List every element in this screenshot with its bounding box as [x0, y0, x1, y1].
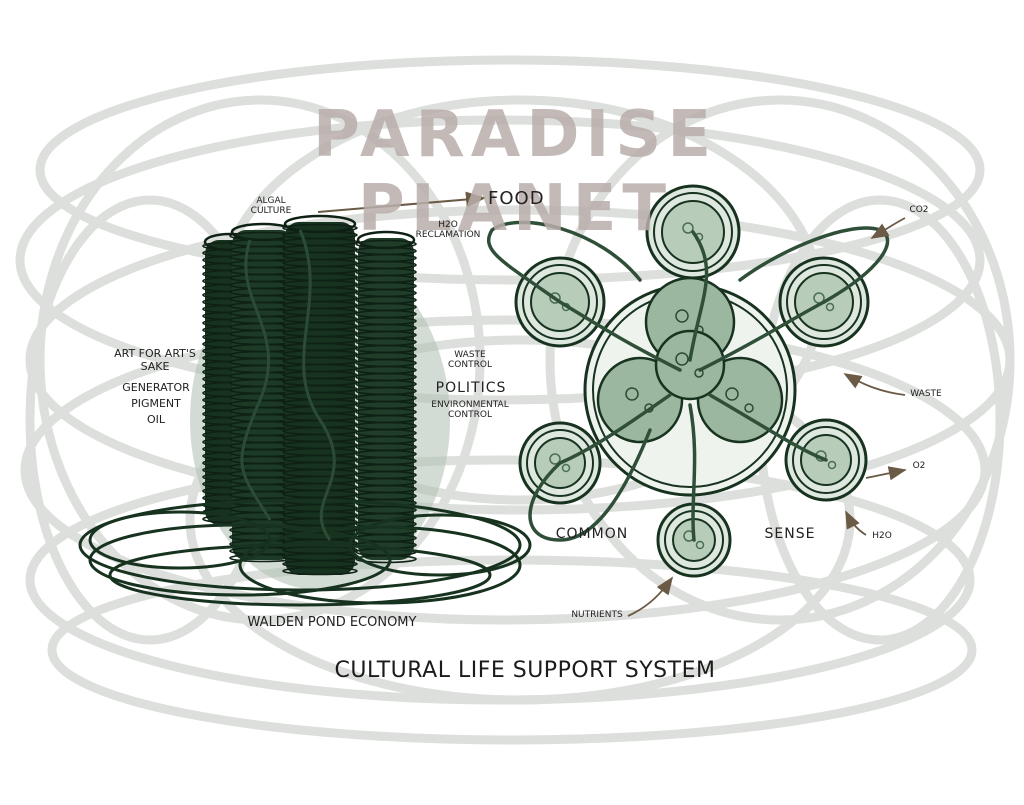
column-tangle-line [240, 239, 272, 521]
nutrients-arrow [627, 576, 674, 617]
column-top [283, 214, 357, 234]
scribble-loop [35, 55, 985, 285]
label-co2: CO2 [909, 205, 929, 215]
label-algal-culture: ALGAL CULTURE [250, 196, 292, 217]
annotation-arrows [627, 217, 907, 617]
waste-arrow [843, 373, 906, 396]
hub-organelle [725, 387, 739, 401]
petal-organelle [561, 463, 571, 473]
label-h2o-reclamation: H2O RECLAMATION [415, 220, 481, 241]
petal-organelle [695, 540, 705, 550]
label-environmental-control: ENVIRONMENTAL CONTROL [431, 400, 509, 421]
label-art-for-arts-sake: ART FOR ART'S SAKE [114, 347, 196, 373]
coil-column [229, 222, 297, 563]
label-oil: OIL [146, 413, 166, 426]
hub-organelle [744, 403, 754, 413]
scribble-loop [35, 95, 485, 625]
scribble-loop [47, 555, 977, 745]
label-politics: POLITICS [435, 380, 507, 396]
petal-mid-ring [526, 429, 594, 497]
label-generator: GENERATOR [122, 381, 190, 394]
label-o2: O2 [912, 461, 926, 471]
petal-organelle [682, 222, 694, 234]
coil-column [282, 214, 358, 576]
diagram-title: PARADISE PLANET [312, 98, 718, 246]
diagram-caption: CULTURAL LIFE SUPPORT SYSTEM [334, 658, 716, 683]
food-arrow [317, 191, 486, 213]
coil-ring [282, 566, 358, 576]
flower-system-illustration [486, 184, 890, 578]
hub-organelle [675, 352, 689, 366]
label-sense: SENSE [764, 526, 816, 542]
o2-arrow [865, 466, 907, 481]
tendril [558, 300, 682, 372]
column-body [285, 222, 355, 575]
label-walden-pond-economy: WALDEN POND ECONOMY [247, 615, 417, 630]
label-h2o: H2O [872, 531, 892, 541]
h2o-arrow [845, 510, 867, 536]
coil-ring [355, 554, 417, 564]
label-waste: WASTE [910, 389, 942, 399]
hub-organelle [625, 387, 639, 401]
label-pigment: PIGMENT [131, 397, 181, 410]
coil-columns [202, 214, 417, 576]
label-food: FOOD [488, 188, 545, 209]
label-waste-control: WASTE CONTROL [448, 350, 492, 371]
label-common: COMMON [555, 526, 629, 542]
base-loop [88, 510, 272, 570]
hub-cells [596, 276, 784, 444]
scribble-loop [545, 95, 1015, 625]
tendril [486, 220, 642, 304]
coil-column [355, 230, 417, 564]
hub-organelle [675, 309, 689, 323]
petal-organelle [549, 292, 561, 304]
column-tangle-line [298, 229, 336, 541]
petal-organelle [827, 460, 837, 470]
base-loop [348, 513, 532, 577]
tendril [708, 393, 828, 462]
co2-arrow [870, 217, 906, 239]
petal-mid-ring [653, 192, 733, 272]
base-loop [108, 543, 492, 607]
petal-organelle [549, 453, 561, 465]
label-nutrients: NUTRIENTS [571, 610, 623, 620]
tendril [558, 393, 672, 465]
tendril [688, 230, 709, 362]
tendril [688, 403, 697, 542]
petal-mid-ring [786, 264, 862, 340]
tendril [528, 428, 652, 542]
hub-cell [654, 329, 726, 401]
petal-organelle [825, 302, 835, 312]
petal-mid-ring [522, 264, 598, 340]
column-body [358, 238, 414, 560]
tendril [698, 300, 826, 372]
base-loop [88, 523, 392, 597]
coil-columns-illustration [78, 214, 532, 607]
base-loop [78, 498, 522, 592]
base-loops [78, 498, 532, 607]
petal-mid-ring [792, 426, 860, 494]
column-top [356, 230, 416, 250]
scribble-loop [15, 115, 985, 405]
